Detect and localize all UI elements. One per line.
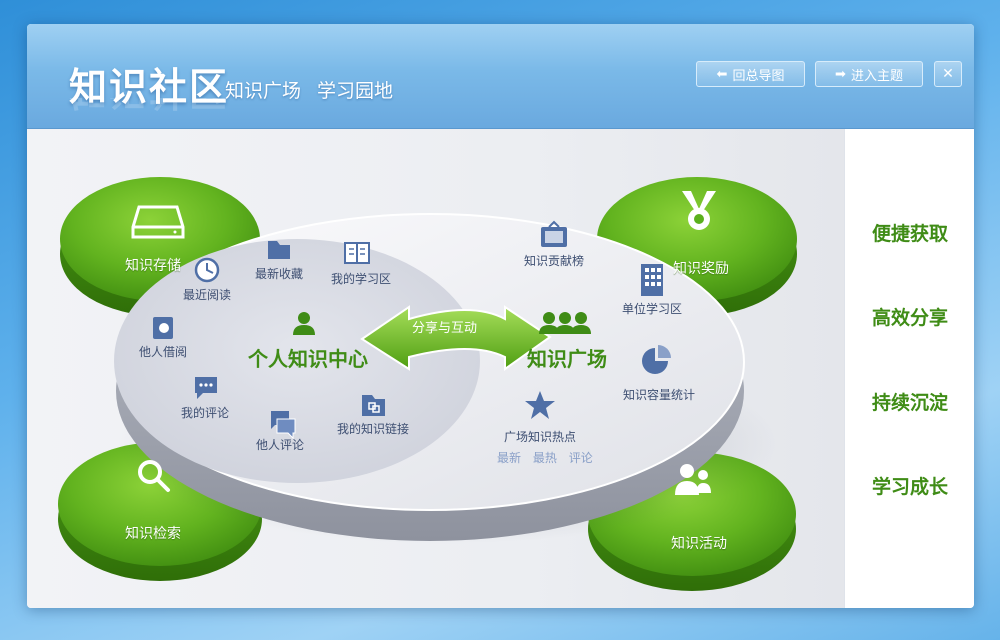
feature-continuous-accumulation: 持续沉淀: [871, 392, 948, 414]
enter-topic-button[interactable]: ➡ 进入主题: [815, 61, 923, 87]
header-bar: 知识社区 知识社区 知识广场 学习园地 ⬅ 回总导图 ➡ 进入主题 ✕: [27, 24, 974, 129]
folder-icon: [268, 241, 290, 259]
my-comment-icon: [195, 377, 217, 399]
feature-panel: 便捷获取 高效分享 持续沉淀 学习成长: [844, 129, 974, 608]
close-icon: ✕: [942, 66, 954, 82]
arrow-left-icon: ⬅: [716, 66, 728, 82]
subtitle-study-garden: 学习园地: [317, 80, 394, 102]
enter-topic-label: 进入主题: [850, 68, 903, 84]
back-to-map-label: 回总导图: [732, 68, 785, 84]
group-users-icon: [539, 312, 591, 334]
disc-reward-label: 知识奖励: [673, 261, 729, 277]
subtitle-knowledge-plaza: 知识广场: [225, 80, 302, 102]
feature-learning-growth: 学习成长: [871, 476, 948, 498]
disc-activity-label: 知识活动: [671, 536, 727, 552]
hot-hottest-link[interactable]: 最热: [532, 451, 557, 465]
borrow-icon: [153, 317, 173, 339]
share-interact-arrow: [360, 305, 552, 371]
latest-favorites-link[interactable]: 最新收藏: [254, 267, 304, 281]
close-button[interactable]: ✕: [934, 61, 962, 87]
building-icon: [641, 264, 663, 296]
hard-drive-icon: [131, 205, 185, 239]
hot-topic-links: 最新 最热 评论: [497, 449, 601, 466]
book-icon: [344, 242, 370, 264]
clock-icon: [194, 257, 220, 283]
page-title-reflection: 知识社区: [69, 98, 229, 122]
contribution-board-icon: [541, 220, 567, 247]
capacity-statistics-link[interactable]: 知识容量统计: [622, 388, 696, 402]
feature-convenient-access: 便捷获取: [871, 223, 948, 245]
recent-read-link[interactable]: 最近阅读: [182, 288, 232, 302]
link-icon: [362, 395, 385, 416]
others-borrow-link[interactable]: 他人借阅: [138, 345, 188, 359]
disc-search-label: 知识检索: [125, 526, 181, 542]
unit-study-area-link[interactable]: 单位学习区: [621, 302, 683, 316]
plaza-title[interactable]: 知识广场: [527, 347, 607, 371]
app-window: 知识社区 知识社区 知识广场 学习园地 ⬅ 回总导图 ➡ 进入主题 ✕: [27, 24, 974, 608]
pie-chart-icon: [642, 345, 671, 374]
diagram-area: 知识存储 知识奖励 知识检索 知识活动 最近阅读 最新收藏 我的学习区 他人借阅…: [27, 129, 844, 608]
diagram-graphics: [58, 177, 797, 591]
user-icon: [293, 312, 315, 335]
hot-latest-link[interactable]: 最新: [497, 451, 522, 465]
star-icon: [525, 391, 555, 419]
medal-icon: [682, 191, 716, 230]
share-interact-label: 分享与互动: [412, 321, 478, 336]
disc-storage-label: 知识存储: [125, 258, 181, 274]
plaza-hot-topics-label: 广场知识热点: [503, 430, 577, 444]
personal-center-area: [114, 239, 480, 483]
my-study-area-link[interactable]: 我的学习区: [330, 272, 392, 286]
contribution-board-link[interactable]: 知识贡献榜: [523, 254, 585, 268]
arrow-right-icon: ➡: [835, 66, 846, 82]
others-comment-link[interactable]: 他人评论: [255, 438, 305, 452]
my-knowledge-links-link[interactable]: 我的知识链接: [336, 422, 410, 436]
back-to-map-button[interactable]: ⬅ 回总导图: [696, 61, 805, 87]
my-comment-link[interactable]: 我的评论: [180, 406, 230, 420]
magnifier-icon: [138, 460, 170, 492]
hot-comment-link[interactable]: 评论: [568, 451, 593, 465]
people-icon: [675, 464, 711, 495]
feature-efficient-sharing: 高效分享: [871, 307, 948, 329]
personal-center-title[interactable]: 个人知识中心: [248, 347, 368, 371]
page-title: 知识社区: [69, 65, 230, 109]
others-comment-icon: [271, 411, 296, 440]
